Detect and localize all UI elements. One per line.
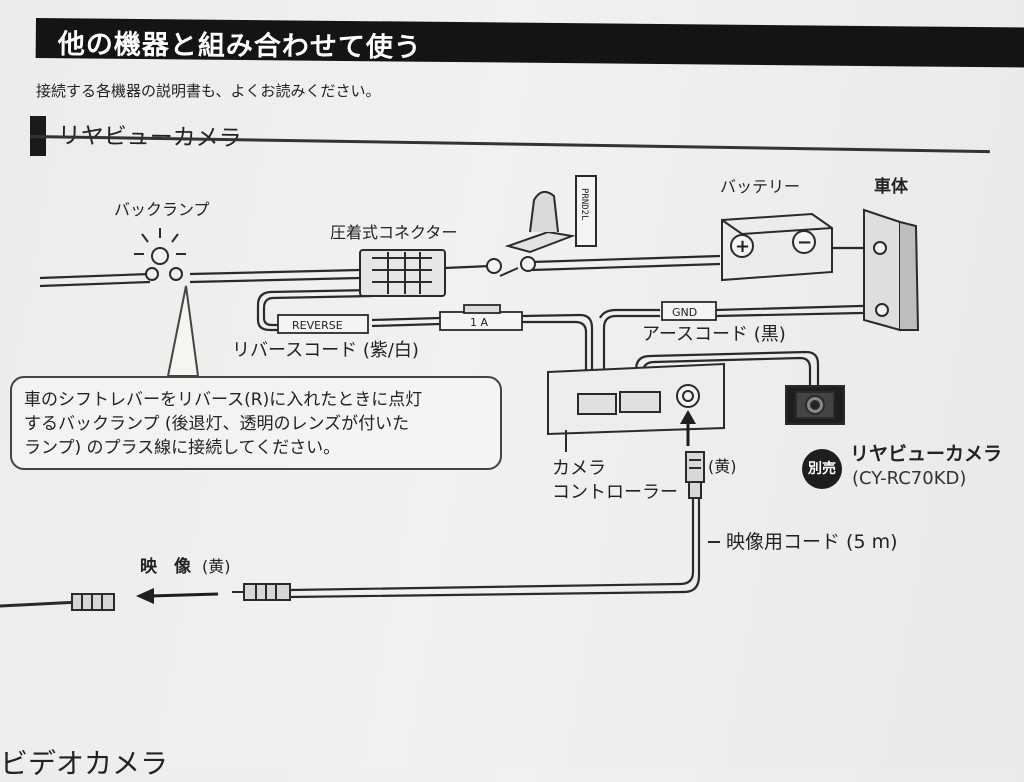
- video-output-wire: [0, 600, 81, 608]
- reverse-into-controller: [579, 313, 594, 405]
- video-cord-label: 映像用コード (5 m): [726, 531, 898, 553]
- wire-connector-right: [444, 264, 491, 270]
- harness-wire: [39, 268, 361, 280]
- fuse-tag-label: 1 A: [470, 316, 488, 329]
- back-lamp-label: バックランプ: [114, 200, 210, 219]
- sold-separately-badge: 別売: [802, 449, 842, 489]
- video-label: 映 像: [140, 556, 192, 577]
- reverse-tag-label: REVERSE: [292, 319, 343, 332]
- harness-wire-lower: [39, 276, 361, 288]
- connector-icon: [359, 249, 536, 297]
- arrow-icon: [680, 410, 696, 446]
- battery-plus: +: [735, 236, 750, 257]
- crimp-connector-label: 圧着式コネクター: [330, 223, 457, 242]
- reverse-fuse-wire: [371, 313, 581, 322]
- ground-cord-label: アースコード (黒): [642, 324, 786, 345]
- camera-controller-label-1: カメラ: [552, 458, 606, 479]
- callout-note: 車のシフトレバーをリバース(R)に入れたときに点灯 するバックランプ (後退灯、…: [10, 376, 502, 470]
- reverse-tag: [277, 314, 369, 334]
- gnd-tag-label: GND: [672, 306, 697, 319]
- intro-text: 接続する各機器の説明書も、よくお読みください。: [36, 82, 381, 100]
- yellow-plug-label: (黄): [708, 457, 737, 476]
- camera-controller-label-2: コントローラー: [552, 482, 678, 503]
- controller-icon: [547, 362, 725, 452]
- battery-minus: −: [797, 232, 812, 253]
- video-color-label: (黄): [202, 557, 231, 576]
- wire-to-battery: [531, 254, 721, 264]
- gnd-tag: [661, 301, 717, 321]
- next-section-title: ビデオカメラ: [0, 747, 169, 780]
- svg-text:PRND2L: PRND2L: [579, 188, 589, 221]
- rca-plug-icon: [685, 451, 705, 499]
- battery-label: バッテリー: [720, 177, 800, 196]
- shift-positions: PRND2L: [579, 188, 589, 221]
- camera-icon: [785, 385, 845, 425]
- rear-camera-label: リヤビューカメラ: [850, 443, 1002, 465]
- camera-cable: [634, 350, 820, 405]
- vehicle-body-label: 車体: [874, 176, 909, 197]
- callout-line-2: するバックランプ (後退灯、透明のレンズが付いた: [24, 414, 410, 434]
- video-plug-right: [232, 583, 291, 601]
- chassis-icon: [863, 208, 920, 332]
- camera-model-label: (CY-RC70KD): [852, 468, 967, 489]
- battery-icon: [721, 212, 833, 282]
- reverse-cord-label: リバースコード (紫/白): [232, 340, 419, 361]
- callout-line-1: 車のシフトレバーをリバース(R)に入れたときに点灯: [24, 390, 423, 410]
- callout-line-3: ランプ) のプラス線に接続してください。: [24, 438, 341, 458]
- shift-lever-icon: [504, 175, 597, 254]
- reverse-cord-wire: [256, 288, 373, 332]
- output-arrow-icon: [136, 588, 219, 604]
- video-cord: [289, 498, 695, 592]
- callout-pointer: [166, 285, 200, 377]
- video-plug-left: [71, 593, 115, 611]
- lamp-icon: [134, 228, 186, 281]
